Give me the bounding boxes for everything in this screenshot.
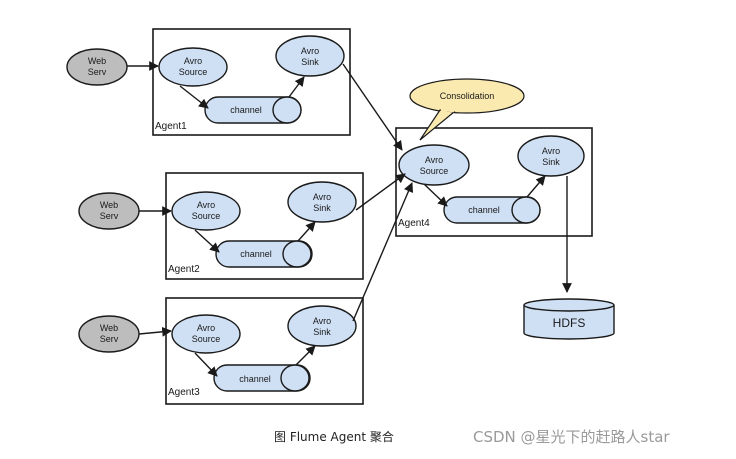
svg-text:Sink: Sink [313, 203, 331, 213]
agent1-label: Agent1 [155, 121, 187, 132]
svg-text:Serv: Serv [88, 67, 107, 77]
agent1-avro-sink: Avro Sink [275, 35, 345, 77]
agent4-channel: channel [443, 196, 541, 224]
web-server-3: Web Serv [78, 315, 140, 353]
svg-text:Serv: Serv [100, 211, 119, 221]
agent3-channel: channel [213, 364, 311, 392]
agent3-label: Agent3 [168, 387, 200, 398]
svg-text:Avro: Avro [313, 316, 331, 326]
agent4-avro-source: Avro Source [398, 144, 470, 186]
agent3-avro-sink: Avro Sink [287, 305, 357, 347]
svg-text:channel: channel [240, 249, 272, 259]
web-server-1: Web Serv [66, 48, 128, 86]
watermark: CSDN @星光下的赶路人star [473, 428, 670, 446]
edge-channel1-to-sink [288, 76, 305, 98]
svg-text:Avro: Avro [184, 56, 202, 66]
svg-text:Avro: Avro [197, 200, 215, 210]
agent1-avro-source: Avro Source [158, 47, 228, 87]
hdfs-storage: HDFS [523, 298, 615, 340]
svg-text:Sink: Sink [542, 157, 560, 167]
edge-web3-to-source [138, 326, 172, 337]
svg-text:Serv: Serv [100, 334, 119, 344]
agent2-avro-sink: Avro Sink [287, 181, 357, 223]
edge-source1-to-channel [179, 85, 209, 109]
edge-source4-to-channel [423, 183, 448, 207]
edge-channel4-to-sink [526, 175, 546, 198]
edge-source2-to-channel [194, 229, 220, 253]
svg-text:Avro: Avro [197, 323, 215, 333]
svg-text:Web: Web [88, 56, 106, 66]
edge-sink2-to-agent4 [355, 173, 406, 211]
svg-text:Source: Source [192, 211, 221, 221]
edge-source3-to-channel [194, 352, 218, 377]
svg-text:Sink: Sink [313, 327, 331, 337]
svg-text:Sink: Sink [301, 57, 319, 67]
svg-text:Avro: Avro [425, 155, 443, 165]
figure-caption: 图 Flume Agent 聚合 [274, 429, 394, 444]
edge-channel2-to-sink [297, 221, 316, 242]
svg-text:Avro: Avro [301, 46, 319, 56]
edge-channel3-to-sink [295, 345, 316, 366]
svg-text:Source: Source [192, 334, 221, 344]
svg-text:Avro: Avro [313, 192, 331, 202]
edge-sink1-to-agent4 [342, 63, 403, 151]
web-server-2: Web Serv [78, 192, 140, 230]
consolidation-callout: Consolidation [409, 78, 525, 141]
svg-text:channel: channel [239, 374, 271, 384]
svg-text:Source: Source [420, 166, 449, 176]
agent4-label: Agent4 [398, 218, 430, 229]
svg-text:Consolidation: Consolidation [440, 91, 495, 101]
agent3-avro-source: Avro Source [171, 314, 241, 354]
svg-text:Avro: Avro [542, 146, 560, 156]
edge-sink3-to-agent4 [352, 182, 414, 322]
agent2-label: Agent2 [168, 264, 200, 275]
agent2-channel: channel [215, 240, 313, 268]
agent4-avro-sink: Avro Sink [517, 135, 585, 177]
svg-text:HDFS: HDFS [553, 316, 586, 330]
svg-text:Web: Web [100, 323, 118, 333]
svg-text:Source: Source [179, 67, 208, 77]
agent2-avro-source: Avro Source [171, 191, 241, 231]
svg-text:channel: channel [230, 105, 262, 115]
svg-text:Web: Web [100, 200, 118, 210]
agent1-channel: channel [204, 96, 302, 124]
svg-text:channel: channel [468, 205, 500, 215]
